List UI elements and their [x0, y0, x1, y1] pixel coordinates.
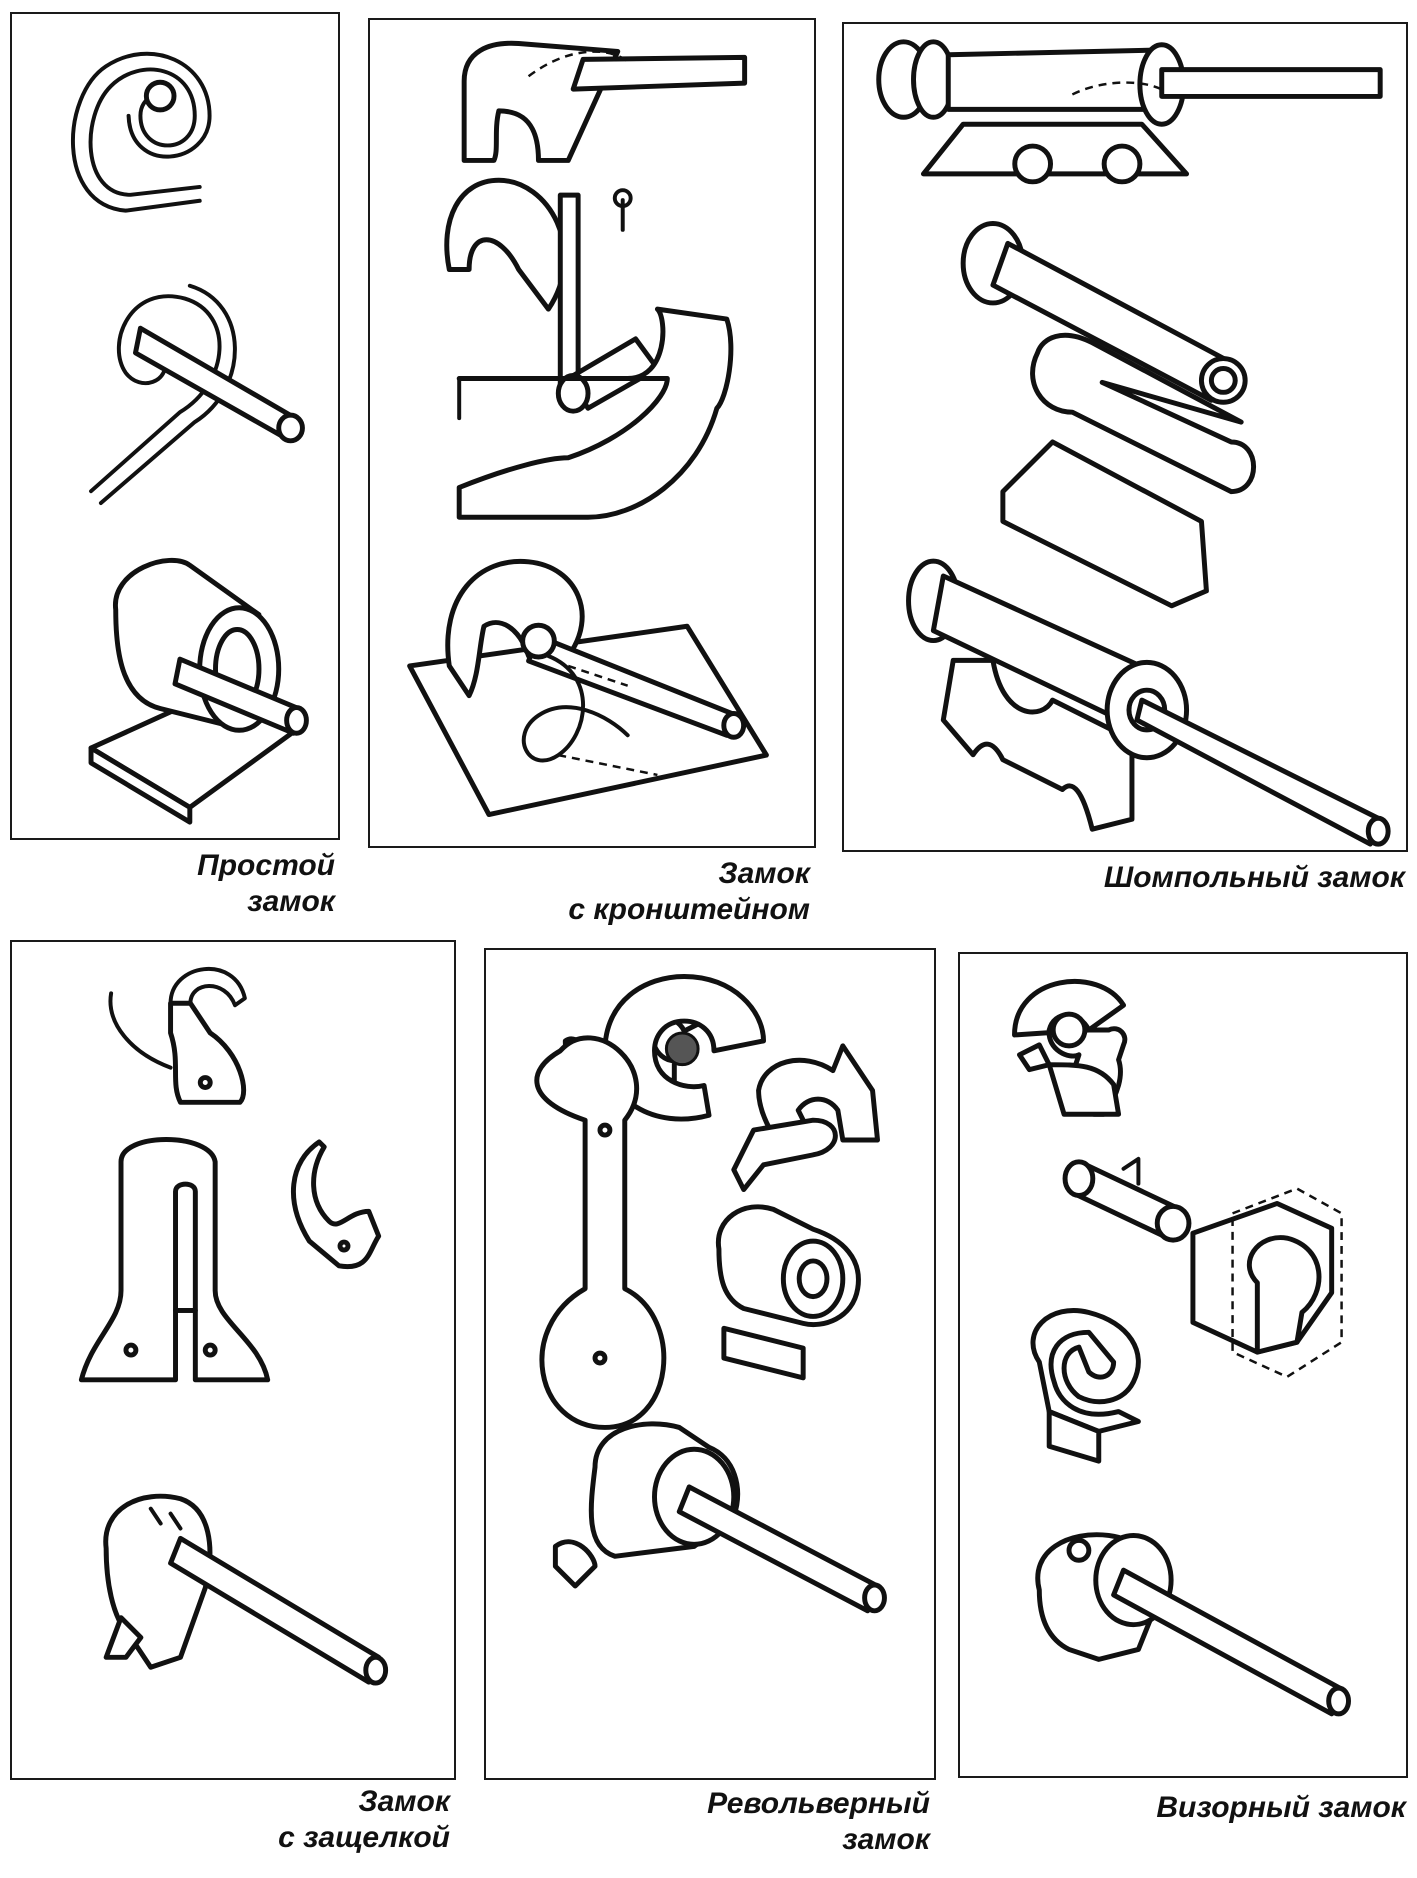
caption-line: Визорный замок [1156, 1791, 1406, 1824]
caption-line: замок [247, 885, 335, 918]
caption-simple-lock: Простой замок [120, 848, 335, 920]
panel-revolver-lock [484, 948, 936, 1780]
caption-line: с защелкой [278, 1821, 450, 1854]
latch-lock-illustration [78, 966, 389, 1686]
panel-simple-lock [10, 12, 340, 840]
panel-ramrod-lock [842, 22, 1408, 852]
caption-line: Револьверный [707, 1787, 930, 1820]
bracket-lock-illustration [407, 40, 769, 818]
caption-visor-lock: Визорный замок [1080, 1790, 1406, 1826]
visor-lock-illustration [1012, 979, 1351, 1717]
caption-revolver-lock: Револьверный замок [620, 1786, 930, 1858]
caption-line: Замок [358, 1785, 450, 1818]
panel-bracket-lock [368, 18, 816, 848]
caption-line: с кронштейном [568, 893, 810, 926]
simple-lock-illustration [71, 51, 309, 825]
ramrod-lock-illustration [876, 39, 1391, 847]
panel-latch-lock [10, 940, 456, 1780]
caption-line: замок [842, 1823, 930, 1856]
caption-ramrod-lock: Шомпольный замок [950, 860, 1405, 896]
caption-line: Замок [718, 857, 810, 890]
caption-bracket-lock: Замок с кронштейном [500, 856, 810, 928]
caption-latch-lock: Замок с защелкой [210, 1784, 450, 1856]
caption-line: Шомпольный замок [1103, 861, 1405, 894]
panel-visor-lock [958, 952, 1408, 1778]
caption-line: Простой [197, 849, 335, 882]
revolver-lock-illustration [534, 973, 887, 1614]
